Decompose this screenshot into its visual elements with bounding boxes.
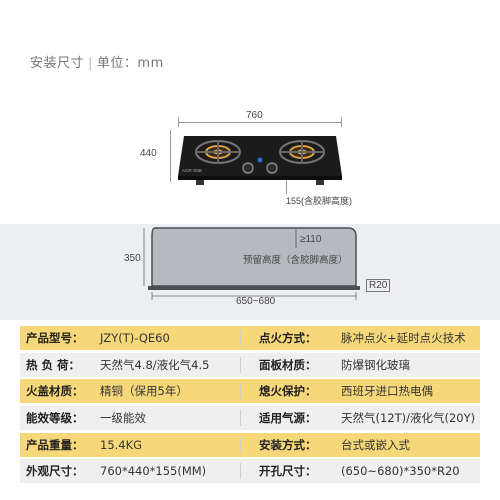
right-knob xyxy=(266,162,278,174)
spec-key-right: 熄火保护： xyxy=(259,384,317,399)
height-label: 155(含胶脚高度) xyxy=(286,196,353,206)
spec-row: 热 负 荷： 天然气4.8/液化气4.5 面板材质： 防爆钢化玻璃 xyxy=(20,352,480,377)
spec-value-left: 760*440*155(MM) xyxy=(100,464,207,479)
column-divider xyxy=(240,463,241,480)
spec-key-right: 点火方式： xyxy=(259,331,317,345)
spec-value-left: 一级能效 xyxy=(100,411,146,426)
brand-mark: AGR·S6B xyxy=(182,168,202,173)
cooktop-svg xyxy=(178,136,342,185)
cooktop-image xyxy=(178,128,342,190)
spec-row: 产品型号： JZY(T)-QE60 点火方式： 脉冲点火+延时点火技术 xyxy=(20,326,480,350)
spec-key-left: 产品重量： xyxy=(26,437,84,452)
glass-panel xyxy=(178,136,342,176)
width-dim-tick-left xyxy=(178,117,179,127)
spec-value-left: 精铜（保用5年） xyxy=(100,384,188,399)
right-burner xyxy=(279,140,325,164)
spec-value-right: 天然气(12T)/液化气(20Y) xyxy=(341,411,476,426)
spec-key-left: 热 负 荷： xyxy=(26,357,81,372)
title-install-size: 安装尺寸 xyxy=(30,56,85,71)
depth-dim-line xyxy=(170,130,171,182)
title-divider: | xyxy=(88,56,93,71)
spec-key-left: 火盖材质： xyxy=(26,384,84,399)
spec-value-right: 防爆钢化玻璃 xyxy=(341,357,410,372)
spec-key-right: 开孔尺寸： xyxy=(259,464,317,479)
panel-edge xyxy=(178,176,342,180)
height-dim-line xyxy=(286,180,287,194)
spec-value-right: 台式或嵌入式 xyxy=(341,437,410,452)
left-burner xyxy=(195,140,241,164)
spec-row: 火盖材质： 精铜（保用5年） 熄火保护： 西班牙进口热电偶 xyxy=(20,379,480,404)
column-divider xyxy=(240,330,241,346)
spec-value-left: JZY(T)-QE60 xyxy=(100,331,170,345)
depth-label: 440 xyxy=(140,148,157,159)
left-knob xyxy=(242,162,254,174)
column-divider xyxy=(240,383,241,400)
column-divider xyxy=(240,356,241,373)
spec-key-left: 产品型号： xyxy=(26,331,84,345)
cutout-depth-label: 350 xyxy=(124,253,141,264)
cutout-base xyxy=(148,286,360,290)
spec-row: 外观尺寸： 760*440*155(MM) 开孔尺寸： (650~680)*350*R… xyxy=(20,459,480,484)
spec-key-left: 外观尺寸： xyxy=(26,464,84,479)
spec-row: 能效等级： 一级能效 适用气源： 天然气(12T)/液化气(20Y) xyxy=(20,406,480,431)
spec-row: 产品重量： 15.4KG 安装方式： 台式或嵌入式 xyxy=(20,432,480,457)
spec-table: 产品型号： JZY(T)-QE60 点火方式： 脉冲点火+延时点火技术热 负 荷： 天然… xyxy=(20,326,480,486)
cutout-corner-label: R20 xyxy=(366,279,391,292)
width-dim-line xyxy=(178,122,342,123)
spec-value-left: 15.4KG xyxy=(100,437,143,452)
spec-key-left: 能效等级： xyxy=(26,411,84,426)
leg-right xyxy=(316,180,324,185)
spec-key-right: 安装方式： xyxy=(259,437,317,452)
indicator-light xyxy=(257,157,263,163)
spec-value-left: 天然气4.8/液化气4.5 xyxy=(100,357,210,372)
spec-value-right: 西班牙进口热电偶 xyxy=(341,384,433,399)
cutout-width-label: 650~680 xyxy=(236,296,276,307)
cutout-reserve-label: 预留高度（含胶脚高度） xyxy=(243,255,348,266)
cutout-gap-label: ≥110 xyxy=(300,234,322,245)
spec-key-right: 面板材质： xyxy=(259,357,317,372)
column-divider xyxy=(240,436,241,453)
spec-key-right: 适用气源： xyxy=(259,411,317,426)
spec-value-right: 脉冲点火+延时点火技术 xyxy=(341,331,466,345)
cutout-svg xyxy=(143,227,360,300)
width-label: 760 xyxy=(246,110,263,121)
leg-left xyxy=(196,180,204,185)
title-unit: 单位：mm xyxy=(96,56,164,71)
spec-value-right: (650~680)*350*R20 xyxy=(341,464,460,479)
column-divider xyxy=(240,410,241,427)
section-title: 安装尺寸|单位：mm xyxy=(30,52,164,71)
width-dim-tick-right xyxy=(341,117,342,127)
